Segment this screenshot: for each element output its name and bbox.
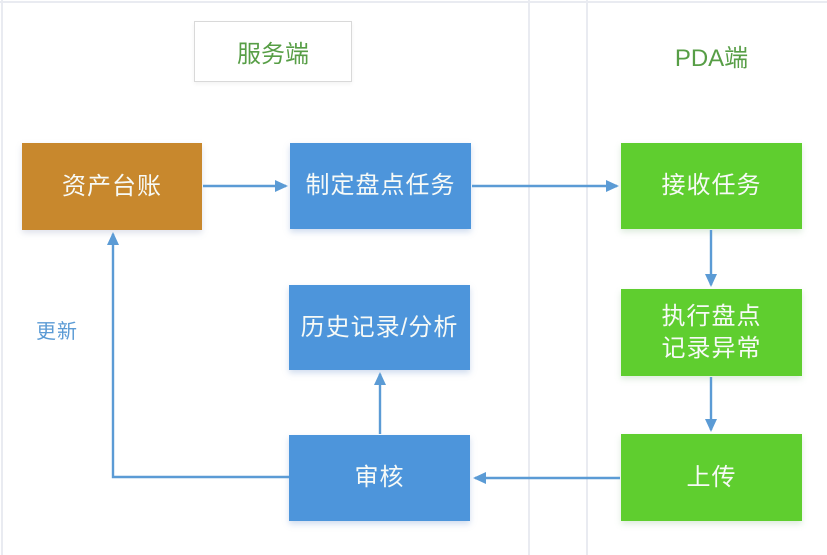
node-review: 审核 (289, 435, 470, 521)
server-zone-label: 服务端 (237, 41, 309, 68)
pda-zone-label: PDA端 (674, 45, 749, 72)
node-execute-count-label: 执行盘点 记录异常 (661, 303, 762, 362)
page-top-border (0, 1, 827, 3)
node-execute-count: 执行盘点 记录异常 (621, 289, 802, 376)
node-create-inventory-task: 制定盘点任务 (290, 143, 471, 229)
node-history-analysis-label: 历史记录/分析 (300, 313, 459, 341)
node-asset-ledger: 资产台账 (22, 143, 202, 230)
node-receive-task-label: 接收任务 (661, 172, 762, 200)
server-zone-header: 服务端 (194, 21, 352, 82)
node-upload: 上传 (621, 434, 802, 521)
node-asset-ledger-label: 资产台账 (62, 172, 162, 200)
node-history-analysis: 历史记录/分析 (289, 285, 470, 370)
zone-divider-right (586, 0, 588, 555)
node-upload-label: 上传 (686, 463, 737, 491)
zone-divider-left (528, 0, 530, 555)
pda-zone-header: PDA端 (621, 38, 802, 73)
page-left-border (1, 0, 3, 555)
node-create-inventory-task-label: 制定盘点任务 (305, 172, 456, 200)
node-receive-task: 接收任务 (621, 143, 802, 229)
edge-label-update: 更新 (36, 321, 78, 343)
arrow-review-to-asset-update (107, 232, 289, 479)
node-review-label: 审核 (354, 464, 405, 492)
